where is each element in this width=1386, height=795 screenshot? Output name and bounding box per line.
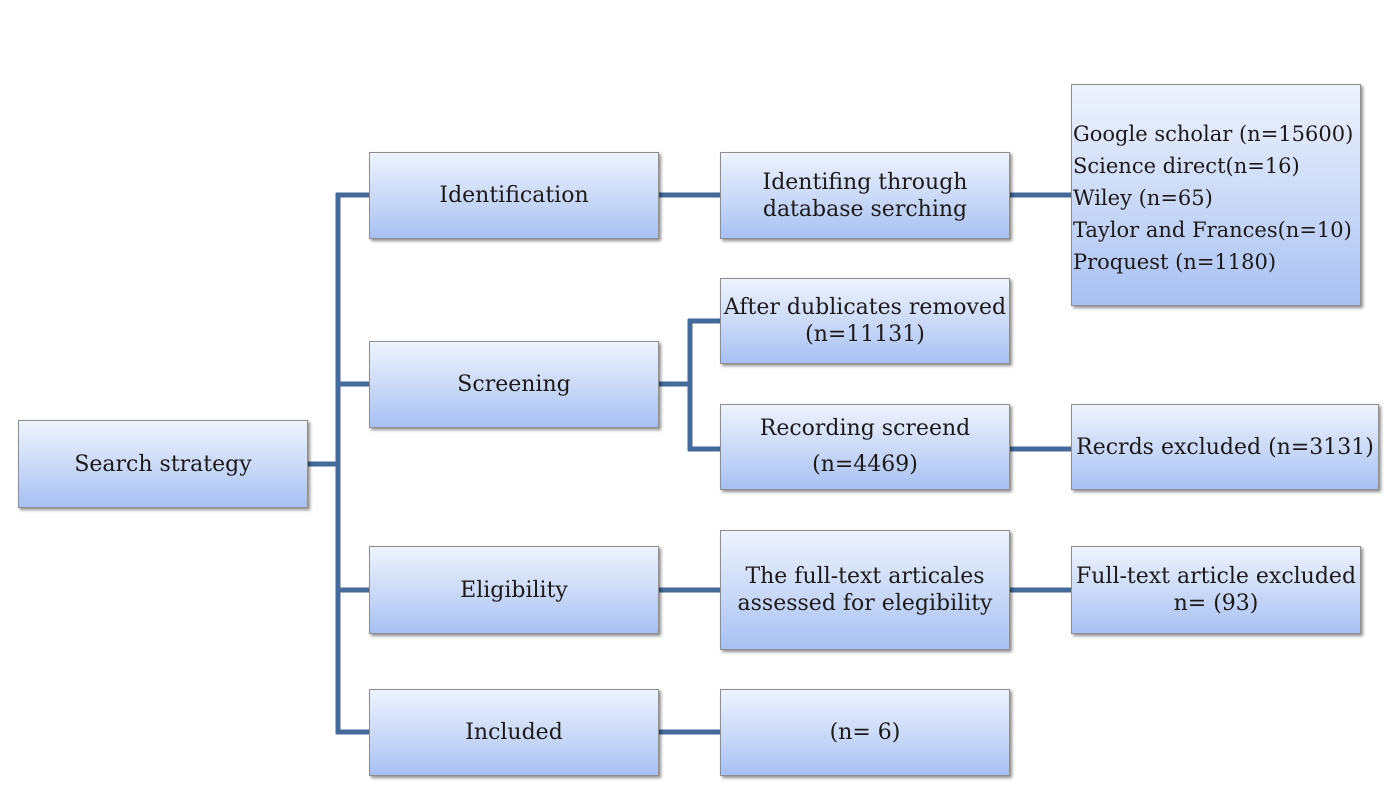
records-screened-line-1: Recording screend: [759, 416, 971, 441]
records-excluded-label: Recrds excluded (n=3131): [1076, 434, 1374, 460]
database-search-line-1: Identifing through: [762, 169, 968, 195]
included-label: Included: [465, 720, 563, 745]
database-search-box: Identifing through database serching: [720, 152, 1010, 239]
search-strategy-label: Search strategy: [74, 451, 252, 477]
eligibility-label: Eligibility: [460, 577, 568, 603]
screening-label: Screening: [457, 372, 571, 397]
source-science-direct: Science direct(n=16): [1073, 154, 1300, 178]
source-google-scholar: Google scholar (n=15600): [1073, 122, 1354, 146]
fulltext-excluded-line-2: n= (93): [1173, 591, 1259, 616]
fulltext-assessed-line-1: The full-text articales: [745, 564, 985, 589]
fulltext-assessed-box: The full-text articales assessed for ele…: [720, 530, 1010, 650]
source-wiley: Wiley (n=65): [1073, 186, 1213, 210]
screening-box: Screening: [369, 341, 659, 428]
fulltext-excluded-box: Full-text article excluded n= (93): [1071, 546, 1361, 634]
source-proquest: Proquest (n=1180): [1073, 250, 1277, 274]
eligibility-box: Eligibility: [369, 546, 659, 634]
sources-box: Google scholar (n=15600) Science direct(…: [1071, 84, 1361, 306]
included-box: Included: [369, 689, 659, 776]
source-taylor-frances: Taylor and Frances(n=10): [1073, 218, 1352, 242]
records-excluded-box: Recrds excluded (n=3131): [1071, 404, 1379, 490]
identification-label: Identification: [439, 183, 589, 208]
included-count-box: (n= 6): [720, 689, 1010, 776]
duplicates-removed-box: After dublicates removed (n=11131): [720, 278, 1010, 364]
database-search-line-2: database serching: [762, 196, 968, 222]
included-count-label: (n= 6): [829, 720, 901, 745]
fulltext-excluded-line-1: Full-text article excluded: [1075, 564, 1357, 589]
records-screened-line-2: (n=4469): [812, 452, 918, 477]
duplicates-removed-line-1: After dublicates removed: [723, 295, 1007, 320]
duplicates-removed-line-2: (n=11131): [805, 322, 925, 347]
fulltext-assessed-line-2: assessed for elegibility: [737, 591, 993, 616]
search-strategy-box: Search strategy: [18, 420, 308, 508]
identification-box: Identification: [369, 152, 659, 239]
records-screened-box: Recording screend (n=4469): [720, 404, 1010, 490]
